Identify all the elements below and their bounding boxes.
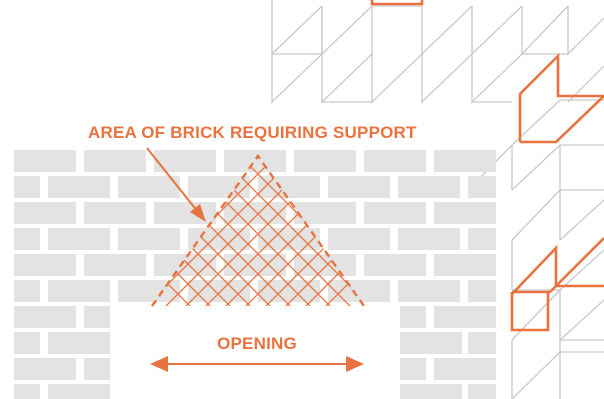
left-right-arrow-icon — [150, 356, 364, 372]
opening-label: OPENING — [217, 334, 297, 353]
bracket-outline — [370, 0, 604, 332]
triangle-dashed-outline — [151, 153, 365, 307]
isometric-wall-pattern — [271, 0, 604, 399]
pointer-arrow — [146, 147, 206, 222]
brick-wall — [14, 150, 496, 399]
area-label: AREA OF BRICK REQUIRING SUPPORT — [88, 123, 417, 142]
arrowhead-icon — [190, 204, 206, 222]
